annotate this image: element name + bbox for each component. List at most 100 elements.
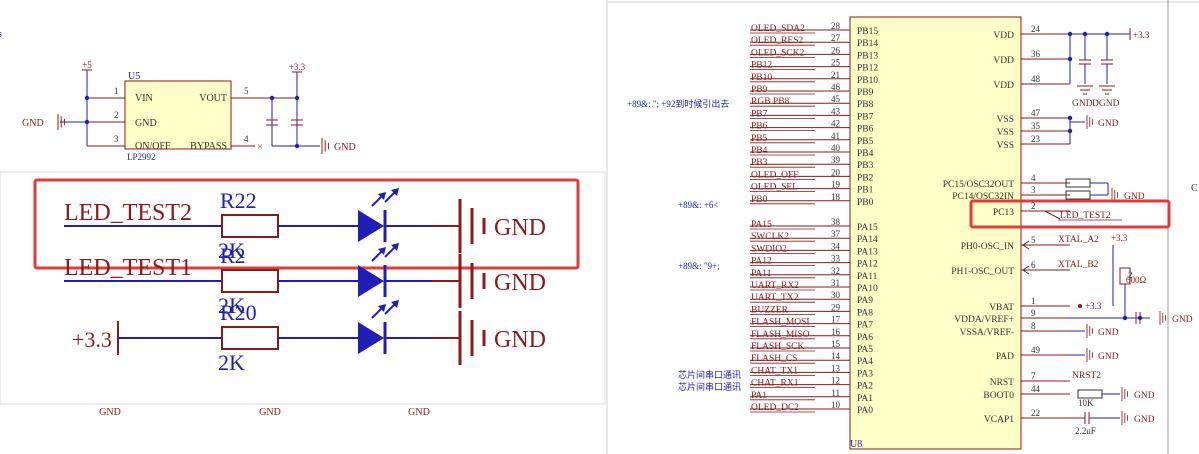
mcu-ref: U8 bbox=[850, 439, 862, 450]
pin-name-right-1: VDD bbox=[993, 56, 1014, 66]
no-connect-mark: × bbox=[257, 141, 263, 153]
net-label-28: CHAT_RX1 bbox=[751, 379, 799, 389]
pin-name-left-2: PB13 bbox=[857, 51, 878, 61]
regulator-ref: U5 bbox=[128, 71, 140, 82]
junction-dot bbox=[1067, 56, 1073, 62]
pin-name-left-14: PB0 bbox=[857, 198, 874, 208]
pin-num-left-28: 12 bbox=[831, 376, 840, 386]
net-label-3: PB12 bbox=[751, 61, 772, 71]
pin-name-left-15: PA15 bbox=[857, 223, 878, 233]
pin-name-right-14: PAD bbox=[996, 352, 1014, 362]
ground-right-label: GND bbox=[334, 142, 356, 153]
pad-gnd-label: GND bbox=[1098, 352, 1119, 362]
pin-name-left-24: PA6 bbox=[857, 333, 873, 343]
net-label-8: PB6 bbox=[751, 122, 768, 132]
junction-dot bbox=[1067, 128, 1073, 134]
boot-ground bbox=[1121, 387, 1129, 401]
pin-name-right-17: VCAP1 bbox=[984, 415, 1014, 425]
net-label-4: PB10 bbox=[751, 73, 772, 83]
net-label-21: UART_TX2 bbox=[751, 293, 799, 303]
row-3-resistor-ref: R20 bbox=[220, 300, 257, 325]
pin-num-right-11: 1 bbox=[1031, 296, 1036, 306]
vss-gnd-label: GND bbox=[1098, 119, 1119, 129]
xtal-a-label: XTAL_A2 bbox=[1058, 235, 1099, 245]
net-label-23: FLASH_MOSI bbox=[751, 318, 810, 328]
pin-name-right-7: PC14/OSC32IN bbox=[952, 192, 1014, 202]
pin-num-right-9: 5 bbox=[1031, 235, 1036, 245]
net-label-26: FLASH_CS bbox=[751, 354, 797, 364]
vcap-value: 2.2uF bbox=[1075, 426, 1096, 436]
pin-name-left-13: PB1 bbox=[857, 186, 874, 196]
net-label-24: FLASH_MISO bbox=[751, 330, 810, 340]
pin-num-5: 5 bbox=[244, 86, 249, 96]
net-label-20: UART_RX2 bbox=[751, 281, 799, 291]
row-2-led-diode bbox=[358, 265, 384, 297]
vbat-rail-label: +3.3 bbox=[1085, 301, 1102, 311]
pin-num-left-9: 41 bbox=[831, 131, 840, 141]
xtal-b-label: XTAL_B2 bbox=[1058, 260, 1099, 270]
pin-name-left-20: PA10 bbox=[857, 284, 878, 294]
pin-name-left-4: PB10 bbox=[857, 76, 878, 86]
net-label-11: PB3 bbox=[751, 158, 768, 168]
pin-num-left-21: 30 bbox=[831, 290, 841, 300]
pin-name-right-3: VSS bbox=[997, 115, 1014, 125]
pin-num-right-7: 3 bbox=[1031, 185, 1036, 195]
pin-name-left-17: PA13 bbox=[857, 247, 878, 257]
pin-num-right-14: 49 bbox=[1031, 345, 1041, 355]
pin-num-left-24: 16 bbox=[831, 327, 841, 337]
plus33-rail-label: +3.3 bbox=[289, 62, 306, 72]
pin-name-left-23: PA7 bbox=[857, 321, 873, 331]
pin-name-right-11: VBAT bbox=[989, 303, 1014, 313]
pin-num-3: 3 bbox=[114, 134, 119, 144]
junction-dot bbox=[269, 95, 275, 101]
annotation-2: +89&: +6< bbox=[678, 200, 718, 210]
net-label-2: OLED_SCK2 bbox=[751, 48, 805, 58]
pin-name-left-7: PB7 bbox=[857, 112, 874, 122]
annotation-5: 芯片间串口通讯 bbox=[678, 381, 741, 392]
zoom-inset bbox=[0, 171, 606, 405]
junction-dot bbox=[1137, 315, 1143, 321]
row-2-resistor-value: 2K bbox=[218, 293, 245, 318]
boot-res-value: 10K bbox=[1078, 398, 1094, 408]
pin-name-left-29: PA1 bbox=[857, 394, 873, 404]
pin-name-left-19: PA11 bbox=[857, 272, 878, 282]
pin-name-left-9: PB5 bbox=[857, 137, 874, 147]
pin-num-left-6: 45 bbox=[831, 94, 841, 104]
ferrite-num: 2 bbox=[1128, 270, 1133, 280]
cap2-ground bbox=[1099, 85, 1115, 95]
pin-num-left-16: 37 bbox=[831, 229, 841, 239]
pin-num-left-2: 26 bbox=[831, 45, 841, 55]
ground-label-a: GND bbox=[1072, 99, 1093, 109]
pin-name-left-8: PB6 bbox=[857, 125, 874, 135]
pin-num-left-11: 39 bbox=[831, 155, 841, 165]
pin-num-right-5: 23 bbox=[1031, 134, 1041, 144]
junction-dot bbox=[1067, 31, 1073, 37]
junction-dot bbox=[294, 143, 300, 149]
pin-num-left-14: 18 bbox=[831, 192, 841, 202]
osc32-gnd-label: GND bbox=[1124, 192, 1145, 202]
pin-num-right-13: 8 bbox=[1031, 321, 1036, 331]
pin-num-right-2: 48 bbox=[1031, 74, 1041, 84]
pin-name-left-27: PA3 bbox=[857, 369, 873, 379]
pin-num-right-3: 47 bbox=[1031, 108, 1041, 118]
ground-right-symbol bbox=[321, 138, 329, 154]
pin-num-left-0: 28 bbox=[831, 21, 841, 31]
net-label-27: CHAT_TX1 bbox=[751, 366, 798, 376]
input-arrow bbox=[1022, 265, 1030, 275]
pin-label-bypass: BYPASS bbox=[190, 141, 227, 152]
junction-dot bbox=[294, 95, 300, 101]
pin-name-left-1: PB14 bbox=[857, 39, 878, 49]
pin-name-left-21: PA9 bbox=[857, 296, 873, 306]
pin-name-right-2: VDD bbox=[993, 81, 1014, 91]
pin-num-left-4: 21 bbox=[831, 70, 840, 80]
net-label-9: PB5 bbox=[751, 134, 768, 144]
net-label-6: RGB PB8 bbox=[751, 97, 790, 107]
net-label-22: BUZZER bbox=[751, 305, 789, 315]
net-label-7: PB7 bbox=[751, 109, 768, 119]
pin-num-2: 2 bbox=[114, 110, 119, 120]
bottom-gnd-label: GND bbox=[408, 407, 430, 418]
pc13-bend bbox=[1044, 210, 1061, 220]
pin-name-left-28: PA2 bbox=[857, 382, 873, 392]
pin-name-right-4: VSS bbox=[997, 128, 1014, 138]
